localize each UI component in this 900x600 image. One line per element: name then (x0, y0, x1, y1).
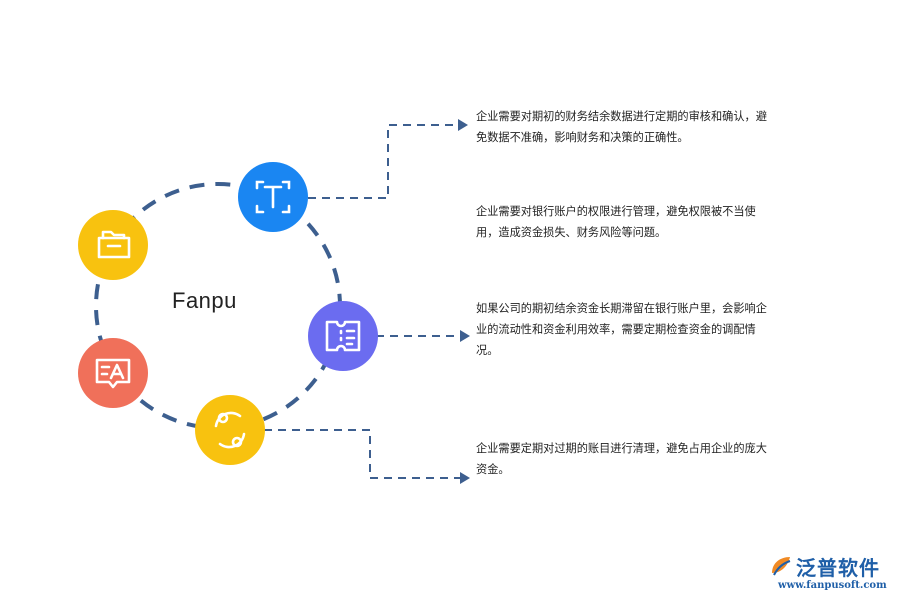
logo-url: www.fanpusoft.com (778, 580, 887, 591)
brand-logo: 泛普软件 www.fanpusoft.com (768, 552, 892, 596)
node-sync[interactable] (195, 395, 265, 465)
arrowhead-3 (460, 330, 470, 342)
arrowhead-1 (458, 119, 468, 131)
connector-4 (264, 429, 462, 479)
translate-message-icon (95, 358, 131, 389)
arrowhead-4 (460, 472, 470, 484)
logo-name: 泛普软件 (796, 556, 880, 580)
description-3: 如果公司的期初结余资金长期滞留在银行账户里，会影响企业的流动性和资金利用效率，需… (476, 302, 767, 357)
text-recognition-icon (255, 180, 291, 214)
description-2: 企业需要对银行账户的权限进行管理，避免权限被不当使用，造成资金损失、财务风险等问… (476, 205, 756, 239)
folder-icon (97, 230, 131, 259)
node-folder[interactable] (78, 210, 148, 280)
node-text-recognition[interactable] (238, 162, 308, 232)
description-4: 企业需要定期对过期的账目进行清理，避免占用企业的庞大资金。 (476, 442, 767, 476)
fanpu-logo-icon (772, 557, 791, 576)
center-label: Fanpu (172, 288, 237, 313)
ticket-list-icon (325, 320, 361, 352)
node-ticket-list[interactable] (308, 301, 378, 371)
node-translate[interactable] (78, 338, 148, 408)
description-1: 企业需要对期初的财务结余数据进行定期的审核和确认，避免数据不准确，影响财务和决策… (476, 110, 767, 144)
sync-arrows-icon (214, 411, 246, 449)
connector-1 (308, 124, 460, 199)
